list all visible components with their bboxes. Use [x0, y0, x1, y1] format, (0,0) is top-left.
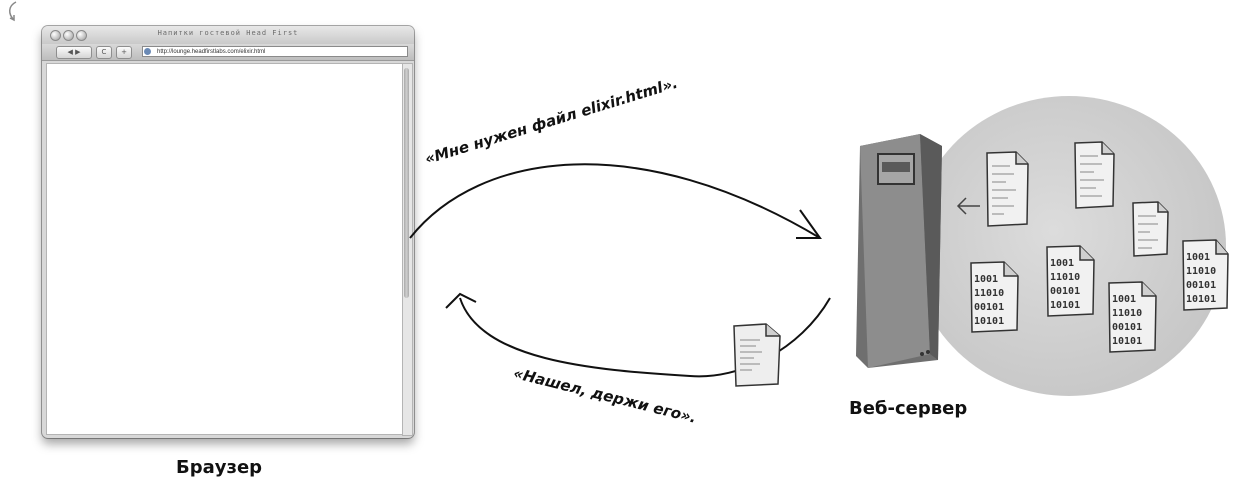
binary-file-icon: 1001 11010 00101 10101 — [1108, 281, 1157, 353]
binary-line: 10101 — [1112, 336, 1142, 347]
html-file-icon — [986, 151, 1029, 227]
binary-line: 1001 — [1186, 252, 1210, 263]
back-forward-button[interactable]: ◀ ▶ — [56, 46, 92, 59]
binary-line: 10101 — [1050, 300, 1080, 311]
title-bar: Напитки гостевой Head First — [42, 26, 414, 44]
response-arrow — [445, 292, 831, 378]
binary-file-icon: 1001 11010 00101 10101 — [970, 261, 1019, 333]
binary-line: 1001 — [1112, 294, 1136, 305]
binary-line: 1001 — [974, 274, 998, 285]
server-arrow-icon — [956, 197, 980, 215]
binary-line: 11010 — [1186, 266, 1216, 277]
scrollbar-thumb[interactable] — [404, 68, 409, 298]
server-icon — [856, 134, 942, 368]
server-label: Веб-сервер — [849, 398, 968, 419]
window-title: Напитки гостевой Head First — [157, 29, 299, 37]
returned-file-icon — [733, 323, 781, 387]
globe-icon — [144, 48, 151, 55]
binary-line: 10101 — [974, 316, 1004, 327]
zoom-light-icon[interactable] — [76, 30, 87, 41]
binary-file-icon: 1001 11010 00101 10101 — [1182, 239, 1229, 311]
url-field[interactable]: http://lounge.headfirstlabs.com/elixir.h… — [142, 46, 408, 57]
binary-line: 00101 — [1186, 280, 1216, 291]
reload-button[interactable]: C — [96, 46, 112, 59]
binary-line: 11010 — [1050, 272, 1080, 283]
binary-line: 10101 — [1186, 294, 1216, 305]
browser-label: Браузер — [176, 457, 263, 478]
binary-line: 00101 — [1050, 286, 1080, 297]
corner-arrow-icon — [9, 1, 17, 22]
binary-file-icon: 1001 11010 00101 10101 — [1046, 245, 1095, 317]
browser-window: Напитки гостевой Head First ◀ ▶ C + http… — [42, 26, 414, 438]
binary-line: 00101 — [974, 302, 1004, 313]
page-viewport[interactable] — [46, 63, 404, 435]
request-arrow — [409, 163, 822, 239]
binary-line: 00101 — [1112, 322, 1142, 333]
close-light-icon[interactable] — [50, 30, 61, 41]
html-file-icon — [1132, 201, 1169, 257]
minimize-light-icon[interactable] — [63, 30, 74, 41]
html-file-icon — [1074, 141, 1115, 209]
add-bookmark-button[interactable]: + — [116, 46, 132, 59]
binary-line: 11010 — [1112, 308, 1142, 319]
browser-toolbar: ◀ ▶ C + http://lounge.headfirstlabs.com/… — [42, 44, 414, 61]
binary-line: 11010 — [974, 288, 1004, 299]
binary-line: 1001 — [1050, 258, 1074, 269]
